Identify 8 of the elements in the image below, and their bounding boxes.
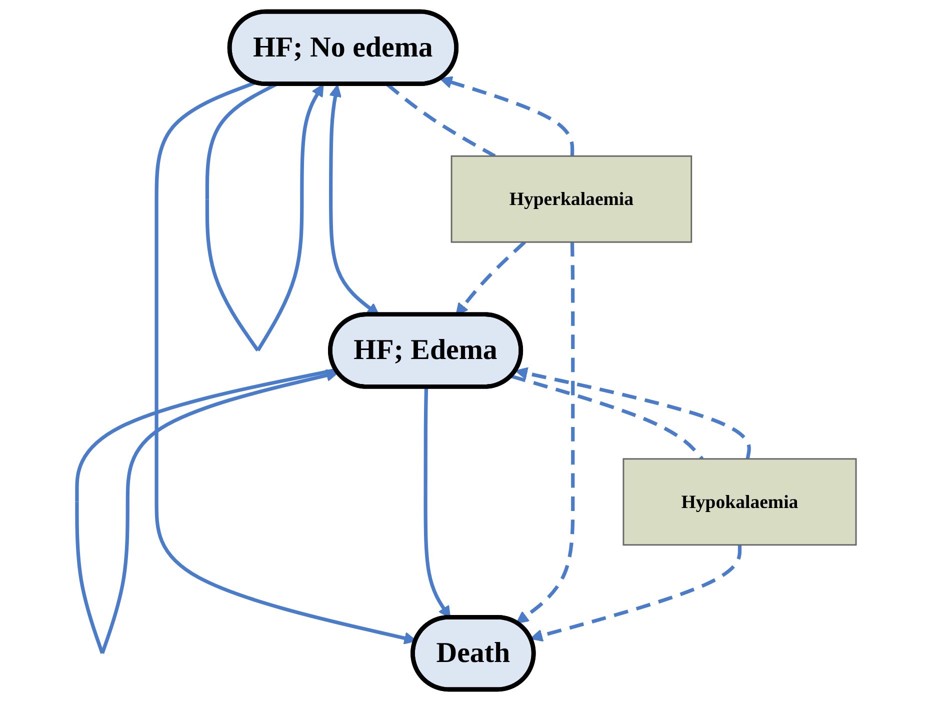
arrow [516, 242, 575, 624]
connector [386, 83, 496, 158]
node-box: Hyperkalaemia [450, 155, 692, 243]
arrow [530, 544, 742, 642]
connector [510, 374, 704, 460]
arrow [515, 367, 751, 460]
node-box: Hypokalaemia [622, 458, 857, 546]
arrow [440, 76, 574, 156]
